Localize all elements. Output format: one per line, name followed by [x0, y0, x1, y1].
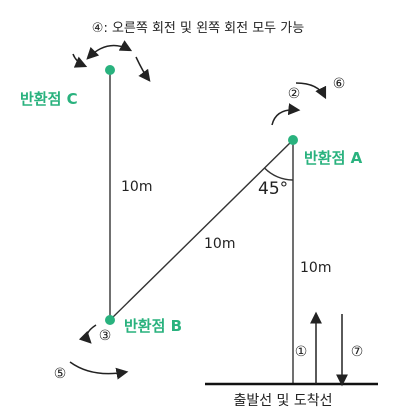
step-3-label: ③ — [99, 328, 112, 344]
turn-point-b-label: 반환점 B — [124, 317, 182, 335]
rotation-arrow-a-step2 — [271, 103, 301, 126]
turn-point-c-dot — [105, 65, 115, 75]
length-label-b-to-c: 10m — [121, 179, 152, 195]
angle-label: 45° — [258, 179, 288, 199]
step-2-label: ② — [288, 86, 301, 102]
turn-point-c-label: 반환점 C — [20, 90, 78, 108]
angle-arc — [264, 167, 294, 181]
rotation-arrow-c-right — [135, 56, 151, 82]
rotation-arrow-c-top — [86, 40, 133, 60]
turn-point-a-dot — [288, 135, 298, 145]
rotation-arrow-a-step6 — [295, 82, 327, 100]
length-label-a-to-b: 10m — [204, 236, 235, 252]
length-label-start-to-a: 10m — [300, 260, 331, 276]
rotation-arrow-b-step3 — [78, 324, 97, 344]
segment-a-to-b — [109, 139, 294, 321]
start-finish-label: 출발선 및 도착선 — [233, 393, 332, 409]
step-6-label: ⑥ — [333, 76, 346, 92]
rotation-arrow-c-left — [72, 53, 88, 68]
turn-point-b-dot — [105, 315, 115, 325]
step-1-label: ① — [295, 344, 308, 360]
turn-point-a-label: 반환점 A — [304, 149, 363, 167]
step-5-label: ⑤ — [54, 366, 67, 382]
diagram-title: ④: 오른쪽 회전 및 왼쪽 회전 모두 가능 — [92, 21, 304, 36]
step-7-label: ⑦ — [351, 344, 364, 360]
rotation-arrow-b-step5 — [69, 361, 129, 380]
